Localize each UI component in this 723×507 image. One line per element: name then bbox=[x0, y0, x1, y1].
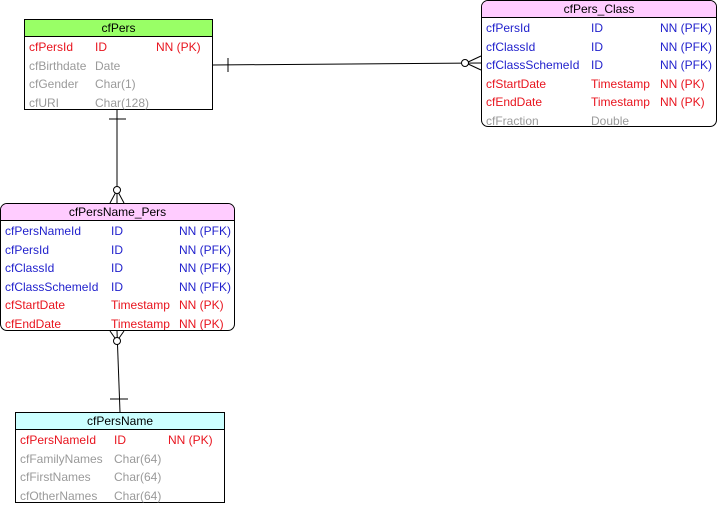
attribute-row: cfEndDate Timestamp NN (PK) bbox=[1, 315, 234, 331]
attribute-name: cfOtherNames bbox=[20, 488, 98, 503]
attribute-row: cfStartDate Timestamp NN (PK) bbox=[482, 75, 716, 94]
attribute-type: Timestamp bbox=[591, 76, 650, 91]
attribute-row: cfFirstNames Char(64) bbox=[16, 468, 224, 487]
attribute-row: cfPersNameId ID NN (PFK) bbox=[1, 222, 234, 241]
attribute-constraint: NN (PFK) bbox=[179, 261, 231, 276]
attribute-name: cfEndDate bbox=[5, 316, 62, 331]
entity-cfPersName[interactable]: cfPersName cfPersNameId ID NN (PK) cfFam… bbox=[15, 412, 225, 503]
attribute-constraint: NN (PK) bbox=[660, 95, 705, 110]
attribute-name: cfPersNameId bbox=[20, 433, 97, 447]
attribute-type: ID bbox=[591, 21, 603, 35]
attribute-constraint: NN (PK) bbox=[156, 40, 201, 54]
entity-title: cfPersName bbox=[16, 413, 224, 430]
attribute-list: cfPersId ID NN (PK) cfBirthdate Date cfG… bbox=[25, 37, 212, 112]
attribute-constraint: NN (PK) bbox=[179, 316, 224, 331]
attribute-row: cfClassId ID NN (PFK) bbox=[482, 38, 716, 57]
attribute-row: cfGender Char(1) bbox=[25, 75, 212, 94]
attribute-type: ID bbox=[111, 261, 123, 276]
attribute-type: Timestamp bbox=[591, 95, 650, 110]
attribute-type: ID bbox=[591, 39, 603, 54]
attribute-type: Char(64) bbox=[114, 488, 162, 503]
attribute-name: cfClassId bbox=[486, 39, 536, 54]
attribute-row: cfURI Char(128) bbox=[25, 94, 212, 113]
attribute-name: cfStartDate bbox=[486, 76, 547, 91]
attribute-row: cfClassSchemeId ID NN (PFK) bbox=[1, 278, 234, 297]
attribute-row: cfPersId ID NN (PK) bbox=[25, 38, 212, 57]
attribute-row: cfPersNameId ID NN (PK) bbox=[16, 431, 224, 450]
attribute-row: cfClassId ID NN (PFK) bbox=[1, 259, 234, 278]
attribute-constraint: NN (PK) bbox=[168, 433, 213, 447]
attribute-name: cfPersId bbox=[486, 21, 531, 35]
attribute-name: cfGender bbox=[29, 77, 79, 92]
attribute-type: ID bbox=[591, 58, 603, 73]
relationship-cfPersName-cfPersName-Pers bbox=[109, 330, 128, 413]
attribute-constraint: NN (PFK) bbox=[660, 21, 712, 35]
attribute-list: cfPersNameId ID NN (PFK) cfPersId ID NN … bbox=[1, 221, 234, 331]
attribute-constraint: NN (PFK) bbox=[179, 242, 231, 257]
attribute-name: cfFirstNames bbox=[20, 470, 91, 485]
attribute-name: cfBirthdate bbox=[29, 58, 87, 73]
zero-cardinality-circle bbox=[461, 59, 469, 67]
attribute-list: cfPersNameId ID NN (PK) cfFamilyNames Ch… bbox=[16, 430, 224, 505]
attribute-type: Char(64) bbox=[114, 470, 162, 485]
attribute-type: Date bbox=[95, 58, 121, 73]
attribute-type: Char(64) bbox=[114, 451, 162, 466]
attribute-name: cfPersId bbox=[5, 242, 50, 257]
attribute-name: cfClassId bbox=[5, 261, 55, 276]
attribute-type: ID bbox=[95, 40, 107, 54]
attribute-constraint: NN (PK) bbox=[179, 298, 224, 313]
attribute-constraint: NN (PFK) bbox=[660, 58, 712, 73]
attribute-name: cfFraction bbox=[486, 113, 539, 127]
attribute-constraint: NN (PFK) bbox=[660, 39, 712, 54]
attribute-name: cfClassSchemeId bbox=[5, 279, 99, 294]
attribute-constraint: NN (PFK) bbox=[179, 224, 231, 238]
entity-cfPers[interactable]: cfPers cfPersId ID NN (PK) cfBirthdate D… bbox=[24, 19, 213, 110]
attribute-row: cfPersId ID NN (PFK) bbox=[482, 19, 716, 38]
attribute-name: cfPersId bbox=[29, 40, 74, 54]
attribute-row: cfEndDate Timestamp NN (PK) bbox=[482, 93, 716, 112]
attribute-row: cfPersId ID NN (PFK) bbox=[1, 241, 234, 260]
attribute-row: cfFraction Double bbox=[482, 112, 716, 127]
attribute-type: ID bbox=[111, 224, 123, 238]
zero-cardinality-circle bbox=[113, 337, 121, 345]
attribute-type: ID bbox=[111, 242, 123, 257]
entity-title: cfPers bbox=[25, 20, 212, 37]
attribute-row: cfStartDate Timestamp NN (PK) bbox=[1, 296, 234, 315]
attribute-row: cfBirthdate Date bbox=[25, 57, 212, 76]
attribute-constraint: NN (PFK) bbox=[179, 279, 231, 294]
attribute-name: cfStartDate bbox=[5, 298, 66, 313]
attribute-type: Char(128) bbox=[95, 95, 150, 110]
attribute-name: cfFamilyNames bbox=[20, 451, 103, 466]
entity-cfPers-Class[interactable]: cfPers_Class cfPersId ID NN (PFK) cfClas… bbox=[481, 0, 717, 127]
attribute-type: Timestamp bbox=[111, 298, 170, 313]
attribute-constraint: NN (PK) bbox=[660, 76, 705, 91]
attribute-row: cfFamilyNames Char(64) bbox=[16, 450, 224, 469]
attribute-name: cfEndDate bbox=[486, 95, 543, 110]
relationship-cfPers-cfPers-Class bbox=[211, 55, 482, 72]
attribute-name: cfURI bbox=[29, 95, 59, 110]
attribute-type: Timestamp bbox=[111, 316, 170, 331]
entity-cfPersName-Pers[interactable]: cfPersName_Pers cfPersNameId ID NN (PFK)… bbox=[0, 203, 235, 331]
attribute-name: cfClassSchemeId bbox=[486, 58, 580, 73]
attribute-row: cfClassSchemeId ID NN (PFK) bbox=[482, 56, 716, 75]
attribute-type: ID bbox=[114, 433, 126, 447]
attribute-type: Double bbox=[591, 113, 630, 127]
attribute-list: cfPersId ID NN (PFK) cfClassId ID NN (PF… bbox=[482, 18, 716, 127]
relationship-cfPers-cfPersName-Pers bbox=[109, 109, 126, 204]
attribute-type: Char(1) bbox=[95, 77, 136, 92]
entity-title: cfPers_Class bbox=[482, 1, 716, 18]
attribute-type: ID bbox=[111, 279, 123, 294]
attribute-name: cfPersNameId bbox=[5, 224, 82, 238]
entity-title: cfPersName_Pers bbox=[1, 204, 234, 221]
attribute-row: cfOtherNames Char(64) bbox=[16, 487, 224, 506]
zero-cardinality-circle bbox=[113, 186, 121, 194]
